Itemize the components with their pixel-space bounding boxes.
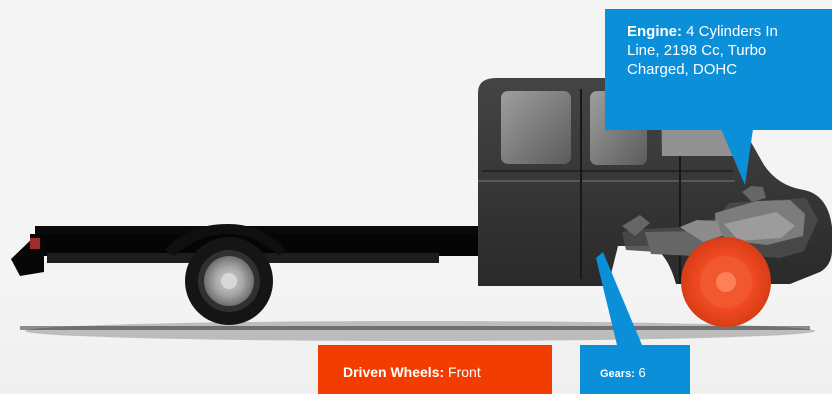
ground-shadow (20, 321, 815, 341)
gears-label: Gears: (600, 368, 635, 380)
front-driven-wheel (681, 237, 771, 327)
engine-label: Engine: (627, 23, 682, 40)
rear-wheel (185, 237, 273, 325)
driven-wheels-label: Driven Wheels: (343, 364, 444, 380)
driven-wheels-value: Front (448, 364, 481, 380)
engine-spec-callout: Engine: 4 Cylinders In Line, 2198 Cc, Tu… (605, 9, 832, 130)
gears-callout: Gears: 6 (580, 345, 690, 394)
driven-wheels-callout: Driven Wheels: Front (318, 345, 552, 394)
gears-value: 6 (638, 365, 645, 380)
